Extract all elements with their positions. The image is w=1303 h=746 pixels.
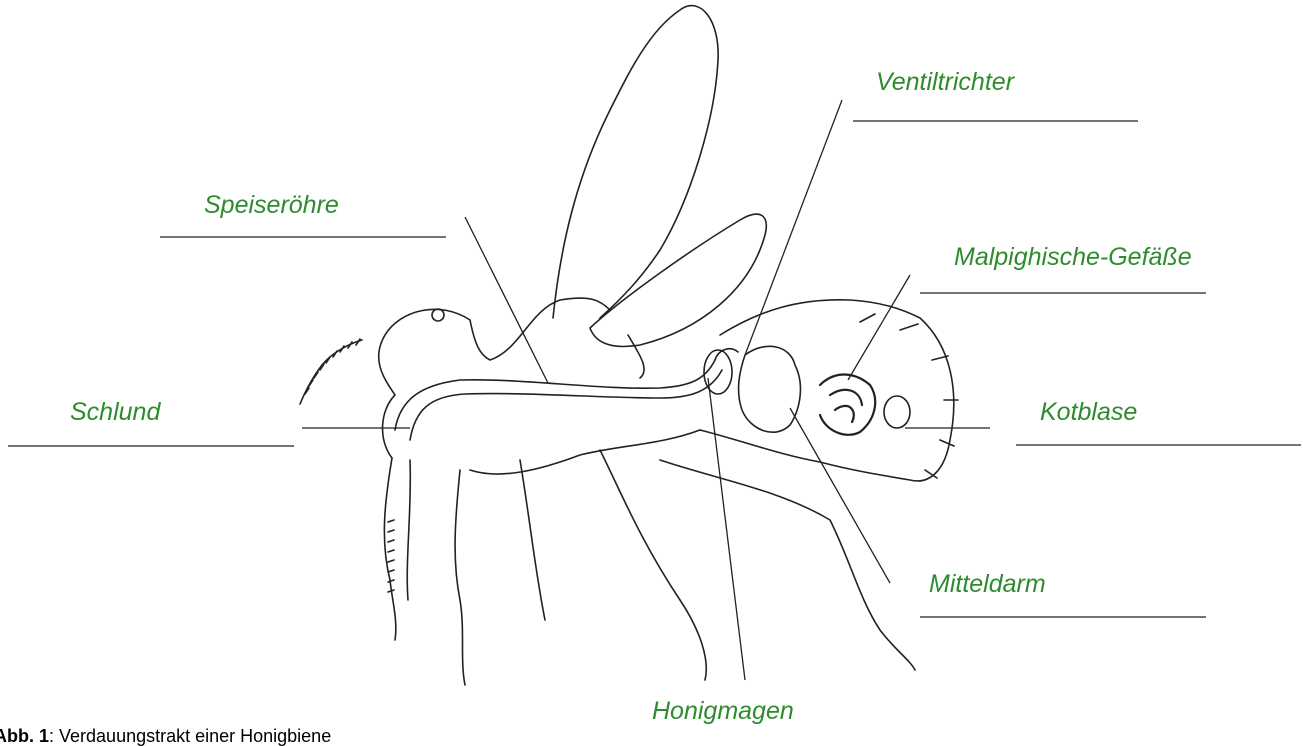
caption-prefix: Abb. 1 bbox=[0, 726, 49, 746]
honey-stomach bbox=[704, 350, 732, 394]
label-speiseroehre: Speiseröhre bbox=[204, 193, 339, 218]
hind-leg-2 bbox=[660, 460, 915, 670]
label-ventiltrichter: Ventiltrichter bbox=[876, 70, 1014, 95]
label-honigmagen: Honigmagen bbox=[652, 699, 794, 724]
middle-leg-2 bbox=[520, 460, 545, 620]
midgut bbox=[739, 346, 801, 432]
figure-caption: Abb. 1: Verdauungstrakt einer Honigbiene bbox=[0, 727, 331, 745]
eye bbox=[432, 309, 444, 321]
forewing-outline bbox=[553, 6, 718, 318]
hindwing-stub bbox=[628, 335, 644, 378]
hind-leg bbox=[600, 450, 706, 680]
caption-text: : Verdauungstrakt einer Honigbiene bbox=[49, 726, 331, 746]
malpighian-tubules bbox=[820, 374, 875, 434]
label-schlund: Schlund bbox=[70, 400, 160, 425]
front-leg bbox=[384, 458, 395, 640]
label-mitteldarm: Mitteldarm bbox=[929, 572, 1046, 597]
ventiltrichter-leader bbox=[745, 100, 842, 355]
head-outline bbox=[379, 309, 470, 458]
rectum bbox=[884, 396, 910, 428]
honigmagen-leader bbox=[708, 378, 745, 680]
front-leg-2 bbox=[407, 460, 410, 600]
malpighische-leader bbox=[848, 275, 910, 380]
thorax-outline bbox=[470, 298, 610, 360]
front-leg-hairs bbox=[388, 520, 394, 592]
label-kotblase: Kotblase bbox=[1040, 400, 1137, 425]
antenna-segments bbox=[305, 339, 360, 394]
digestive-tract bbox=[395, 349, 738, 430]
antenna bbox=[300, 340, 362, 404]
label-malpighische-gefaesse: Malpighische-Gefäße bbox=[954, 245, 1192, 270]
speiseroehre-leader bbox=[465, 217, 548, 383]
hindwing-outline bbox=[590, 214, 766, 346]
body-lower bbox=[470, 430, 700, 474]
middle-leg bbox=[455, 470, 465, 685]
